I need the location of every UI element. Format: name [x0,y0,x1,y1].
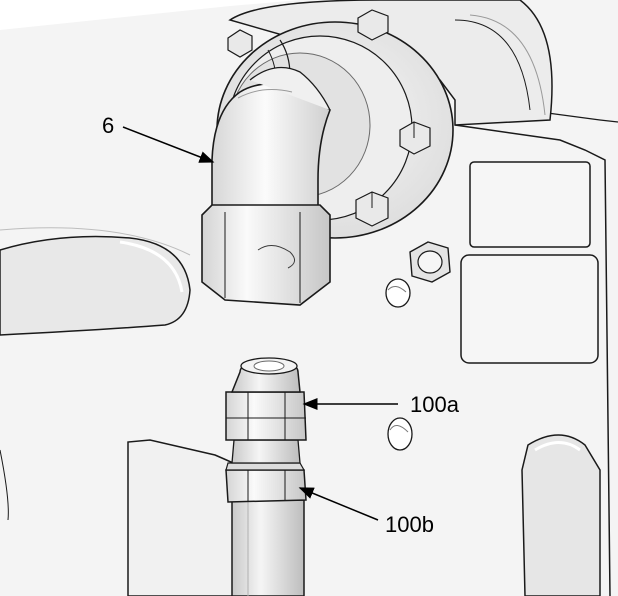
hex-nut-panel [409,241,451,283]
fitting-nose [230,357,301,393]
leader-line-6 [122,126,215,163]
lower-hex-nut [225,462,307,503]
bolt-right-lower [355,191,389,227]
callout-100a: 100a [410,392,460,417]
callout-100b: 100b [385,512,434,537]
fitting-body [231,439,301,464]
callout-labels: 6 100a 100b [102,113,460,537]
hose-fitting [225,357,307,596]
bolt-top [357,9,389,41]
elbow-fitting [201,66,331,306]
panel-holes [385,278,413,451]
bolt-top-left [227,29,253,58]
label-panels [460,161,599,364]
upper-hex-nut [225,391,307,441]
flange-bolts [227,9,451,283]
right-slot [521,434,601,596]
hose [231,499,305,596]
leader-line-100b [298,487,379,521]
leader-lines [122,126,398,521]
callout-6: 6 [102,113,114,138]
bolt-right-upper [399,121,431,155]
left-slot [0,235,191,336]
